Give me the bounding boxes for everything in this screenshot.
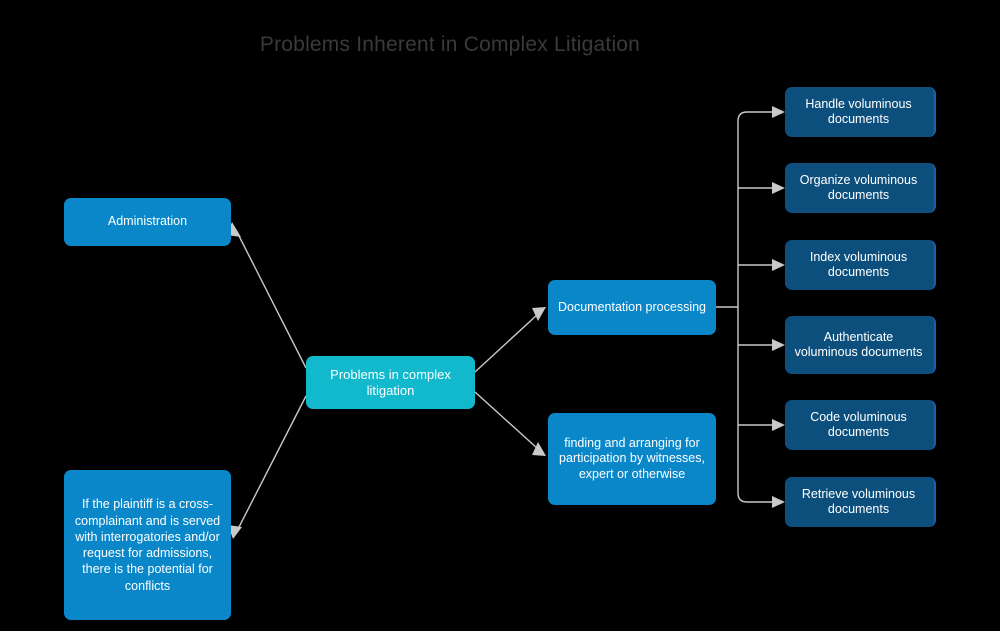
node-authenticate-voluminous-documents-label: Authenticate voluminous documents xyxy=(794,329,923,359)
node-documentation-processing[interactable]: Documentation processing xyxy=(548,280,716,335)
node-finding-arranging-witnesses-label: finding and arranging for participation … xyxy=(559,436,705,481)
node-plaintiff-conflicts[interactable]: If the plaintiff is a cross-complainant … xyxy=(64,470,231,620)
node-code-voluminous-documents[interactable]: Code voluminous documents xyxy=(785,400,936,450)
node-index-voluminous-documents[interactable]: Index voluminous documents xyxy=(785,240,936,290)
node-organize-voluminous-documents-label: Organize voluminous documents xyxy=(799,172,918,202)
node-documentation-processing-label: Documentation processing xyxy=(558,299,706,314)
node-plaintiff-conflicts-label: If the plaintiff is a cross-complainant … xyxy=(74,497,221,593)
edge-center-to-documentation-processing xyxy=(474,307,546,373)
node-retrieve-voluminous-documents-label: Retrieve voluminous documents xyxy=(801,486,916,516)
node-finding-arranging-witnesses[interactable]: finding and arranging for participation … xyxy=(548,413,716,505)
edge-center-to-administration xyxy=(227,222,307,369)
edge-center-to-plaintiff-conflicts xyxy=(228,395,307,539)
node-administration[interactable]: Administration xyxy=(64,198,231,246)
node-organize-voluminous-documents[interactable]: Organize voluminous documents xyxy=(785,163,936,213)
edge-center-to-finding-arranging xyxy=(474,391,546,456)
node-index-voluminous-documents-label: Index voluminous documents xyxy=(809,249,908,279)
node-handle-voluminous-documents-label: Handle voluminous documents xyxy=(805,96,912,126)
node-retrieve-voluminous-documents[interactable]: Retrieve voluminous documents xyxy=(785,477,936,527)
page-title: Problems Inherent in Complex Litigation xyxy=(259,33,641,56)
node-administration-label: Administration xyxy=(107,214,188,229)
node-problems-in-complex-litigation-label: Problems in complex litigation xyxy=(330,366,451,398)
node-handle-voluminous-documents[interactable]: Handle voluminous documents xyxy=(785,87,936,137)
node-authenticate-voluminous-documents[interactable]: Authenticate voluminous documents xyxy=(785,316,936,374)
node-problems-in-complex-litigation[interactable]: Problems in complex litigation xyxy=(306,356,475,409)
edge-trunk-documentation-processing xyxy=(716,106,785,508)
node-code-voluminous-documents-label: Code voluminous documents xyxy=(810,409,907,439)
